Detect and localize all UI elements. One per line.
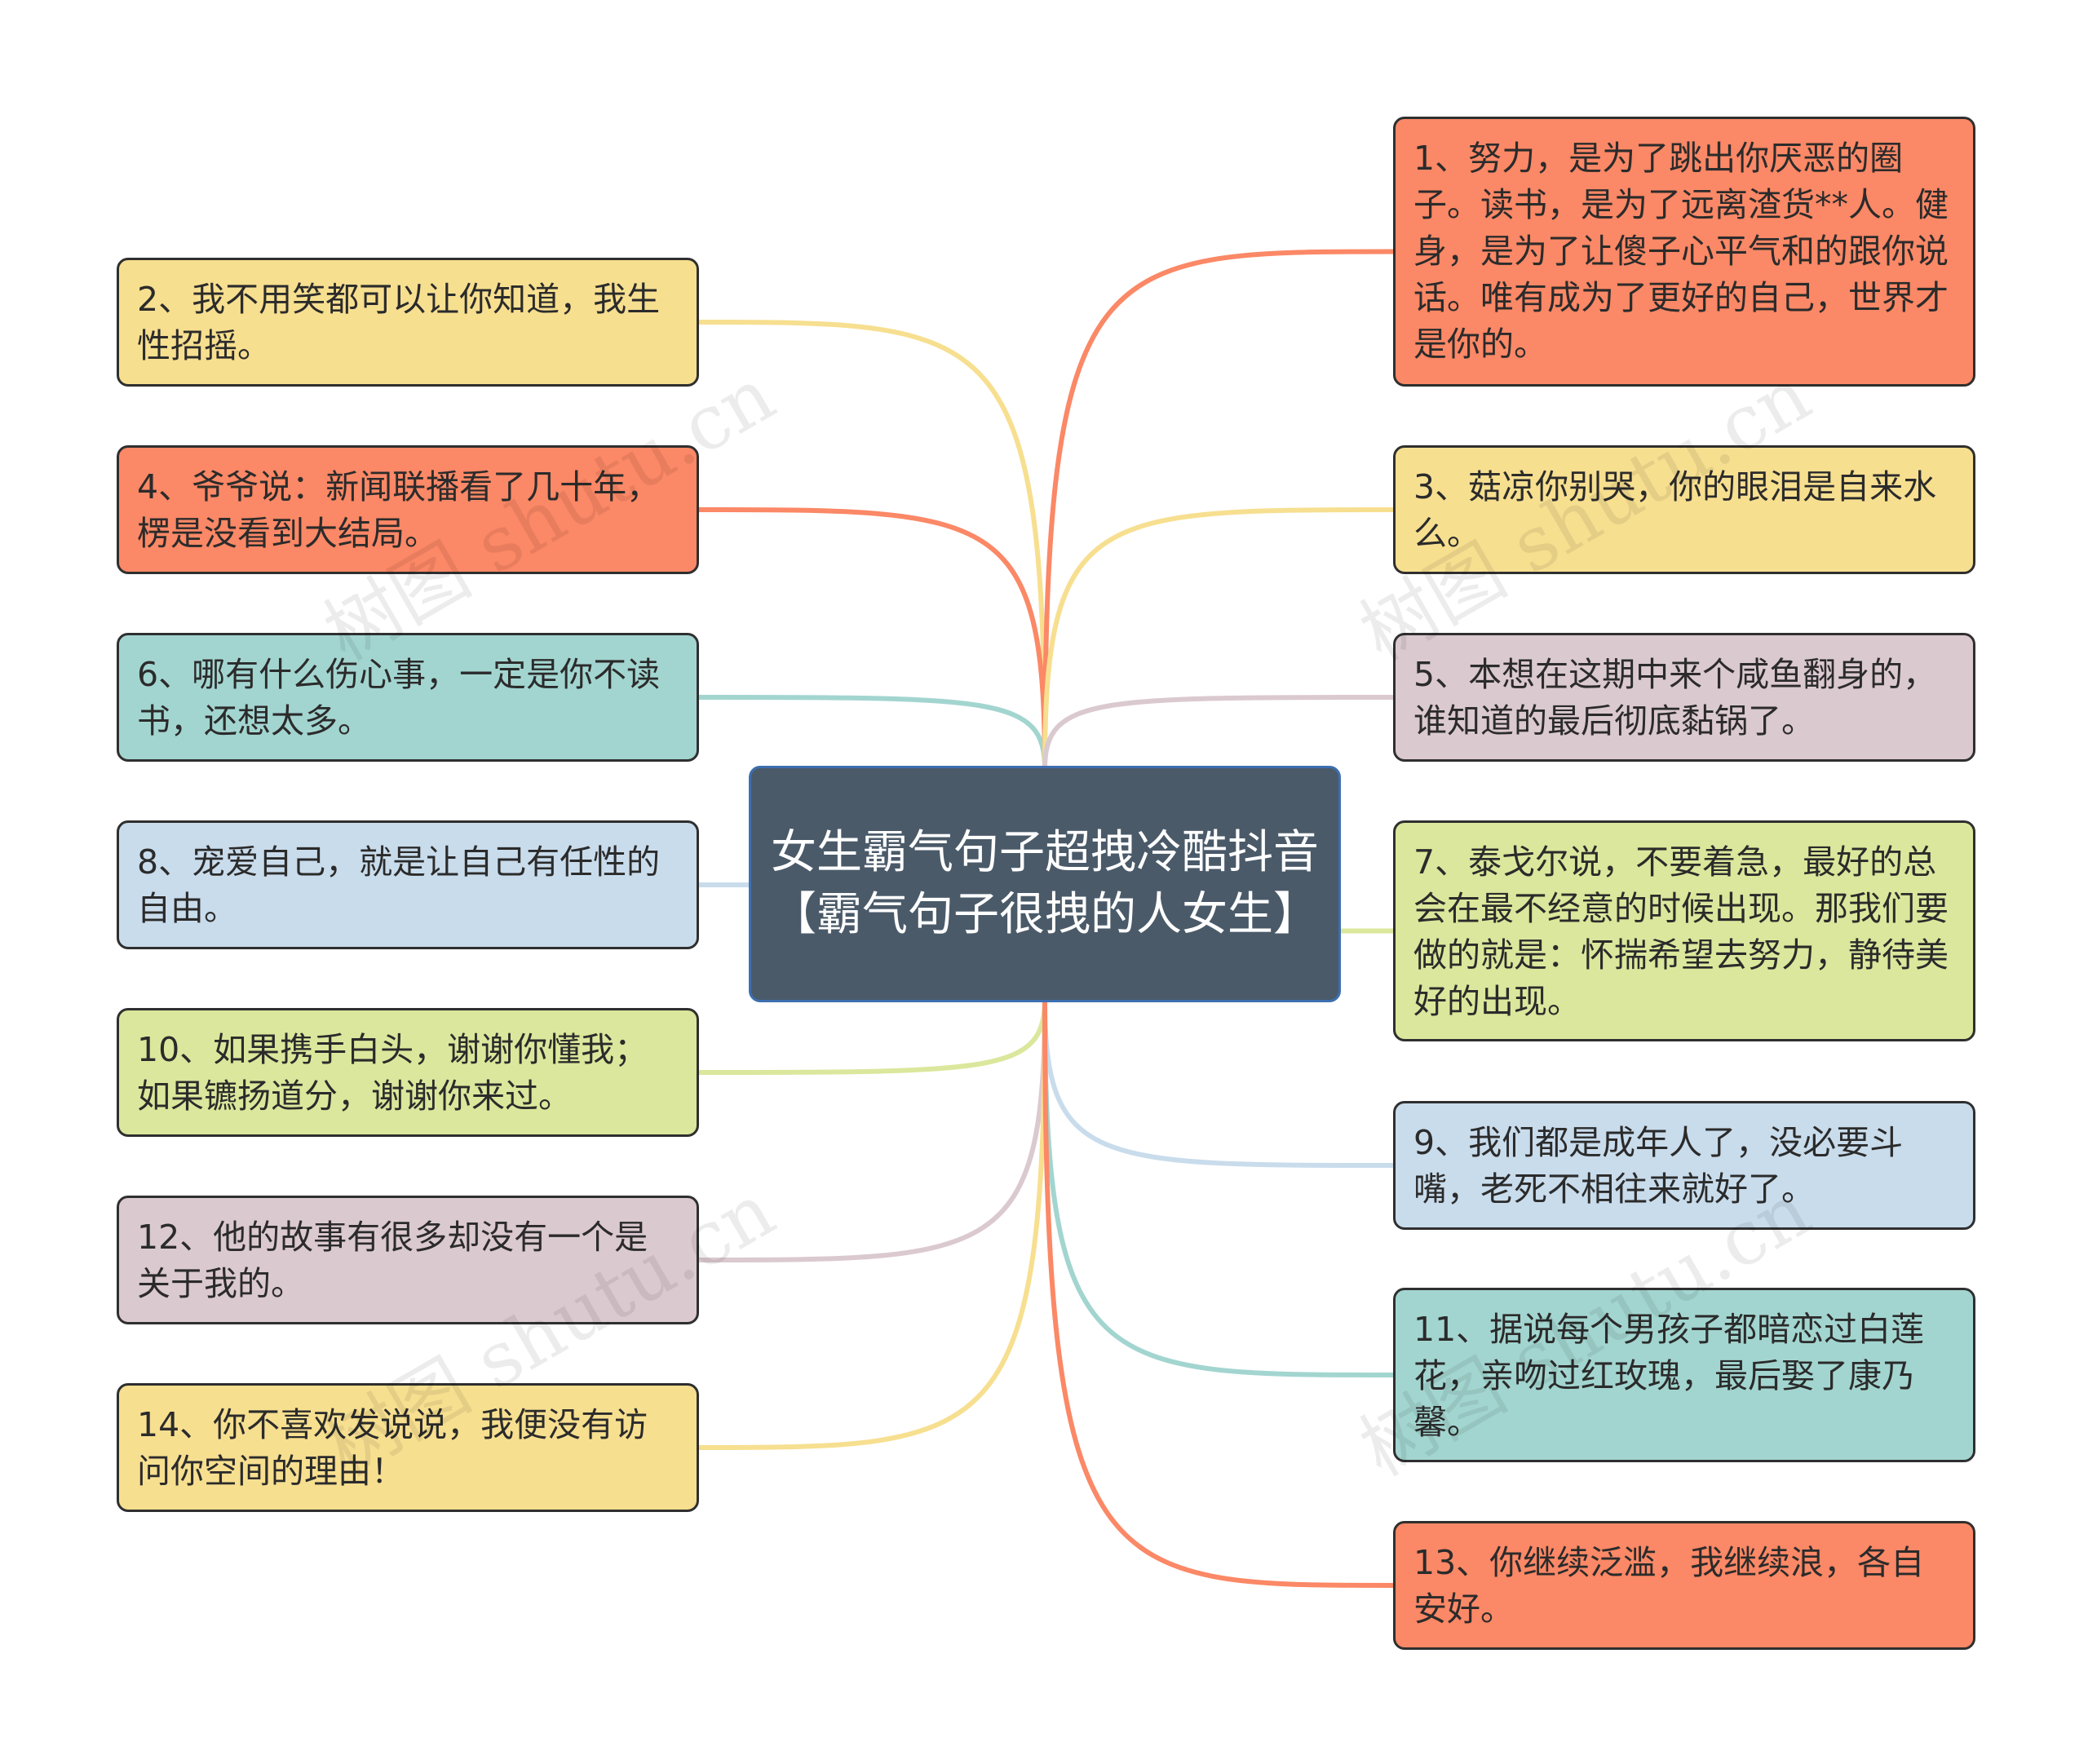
branch-node-text: 12、他的故事有很多却没有一个是关于我的。 [137, 1218, 648, 1303]
connector-left-2 [697, 695, 1047, 771]
branch-node-7[interactable]: 7、泰戈尔说，不要着急，最好的总会在最不经意的时候出现。那我们要做的就是：怀揣希… [1393, 820, 1975, 1041]
branch-node-14[interactable]: 14、你不喜欢发说说，我便没有访问你空间的理由！ [117, 1383, 699, 1512]
branch-node-2[interactable]: 2、我不用笑都可以让你知道，我生性招摇。 [117, 258, 699, 387]
branch-node-1[interactable]: 1、努力，是为了跳出你厌恶的圈子。读书，是为了远离渣货**人。健身，是为了让傻子… [1393, 117, 1975, 387]
connector-right-0 [1042, 249, 1396, 771]
branch-node-text: 10、如果携手白头，谢谢你懂我；如果镳扬道分，谢谢你来过。 [137, 1030, 648, 1116]
connector-right-4 [1042, 997, 1396, 1168]
branch-node-10[interactable]: 10、如果携手白头，谢谢你懂我；如果镳扬道分，谢谢你来过。 [117, 1008, 699, 1137]
branch-node-3[interactable]: 3、菇凉你别哭，你的眼泪是自来水么。 [1393, 445, 1975, 574]
branch-node-text: 1、努力，是为了跳出你厌恶的圈子。读书，是为了远离渣货**人。健身，是为了让傻子… [1413, 139, 1949, 364]
branch-node-text: 5、本想在这期中来个咸鱼翻身的，谁知道的最后彻底黏锅了。 [1413, 655, 1937, 741]
branch-node-text: 2、我不用笑都可以让你知道，我生性招摇。 [137, 280, 661, 365]
branch-node-text: 11、据说每个男孩子都暗恋过白莲花，亲吻过红玫瑰，最后娶了康乃馨。 [1413, 1310, 1925, 1442]
connector-left-5 [697, 997, 1047, 1262]
branch-node-5[interactable]: 5、本想在这期中来个咸鱼翻身的，谁知道的最后彻底黏锅了。 [1393, 633, 1975, 762]
branch-node-13[interactable]: 13、你继续泛滥，我继续浪，各自安好。 [1393, 1521, 1975, 1650]
connector-right-1 [1042, 507, 1396, 771]
connector-right-6 [1042, 997, 1396, 1588]
branch-node-11[interactable]: 11、据说每个男孩子都暗恋过白莲花，亲吻过红玫瑰，最后娶了康乃馨。 [1393, 1288, 1975, 1462]
connector-left-4 [697, 997, 1047, 1075]
connector-left-1 [697, 507, 1047, 771]
branch-node-text: 3、菇凉你别哭，你的眼泪是自来水么。 [1413, 467, 1937, 553]
branch-node-6[interactable]: 6、哪有什么伤心事，一定是你不读书，还想太多。 [117, 633, 699, 762]
central-topic[interactable]: 女生霸气句子超拽冷酷抖音【霸气句子很拽的人女生】 [749, 766, 1341, 1002]
branch-node-text: 8、宠爱自己，就是让自己有任性的自由。 [137, 842, 661, 928]
branch-node-text: 14、你不喜欢发说说，我便没有访问你空间的理由！ [137, 1405, 648, 1491]
connector-left-0 [697, 320, 1047, 771]
central-topic-label: 女生霸气句子超拽冷酷抖音【霸气句子很拽的人女生】 [771, 826, 1319, 941]
branch-node-text: 6、哪有什么伤心事，一定是你不读书，还想太多。 [137, 655, 661, 741]
branch-node-text: 13、你继续泛滥，我继续浪，各自安好。 [1413, 1543, 1925, 1629]
branch-node-9[interactable]: 9、我们都是成年人了，没必要斗嘴，老死不相往来就好了。 [1393, 1101, 1975, 1230]
connector-left-6 [697, 997, 1047, 1450]
branch-node-text: 7、泰戈尔说，不要着急，最好的总会在最不经意的时候出现。那我们要做的就是：怀揣希… [1413, 842, 1949, 1021]
branch-node-4[interactable]: 4、爷爷说：新闻联播看了几十年，楞是没看到大结局。 [117, 445, 699, 574]
branch-node-8[interactable]: 8、宠爱自己，就是让自己有任性的自由。 [117, 820, 699, 949]
branch-node-text: 4、爷爷说：新闻联播看了几十年，楞是没看到大结局。 [137, 467, 661, 553]
branch-node-12[interactable]: 12、他的故事有很多却没有一个是关于我的。 [117, 1196, 699, 1324]
branch-node-text: 9、我们都是成年人了，没必要斗嘴，老死不相往来就好了。 [1413, 1123, 1904, 1209]
connector-right-2 [1042, 695, 1396, 771]
connector-right-5 [1042, 997, 1396, 1377]
